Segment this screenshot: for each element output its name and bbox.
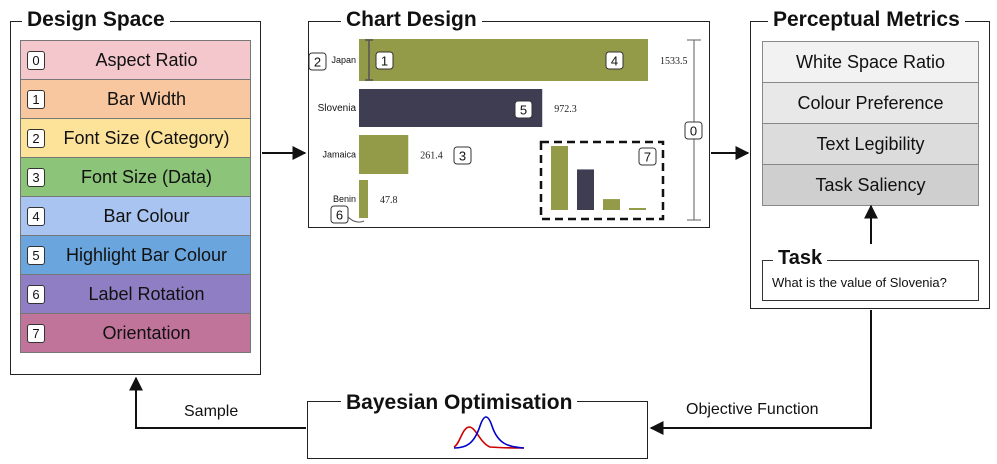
category-label: Jamaica [322,150,356,160]
inset-vertical-bar [551,146,568,210]
marker-bar-colour-box [605,51,624,70]
marker-bar-width-box [375,51,394,70]
red-distribution-curve [453,426,525,449]
category-label: Japan [331,55,356,65]
marker-orientation-box [638,147,657,166]
marker-aspect-ratio-box [684,121,703,140]
task-box: What is the value of Slovenia? [762,260,979,301]
inset-vertical-bar [603,199,620,210]
design-space-index-badge: 0 [27,51,45,70]
design-space-index-badge: 5 [27,246,45,265]
marker-font-size-data-box [453,146,472,165]
design-space-index-badge: 1 [27,90,45,109]
value-label: 261.4 [420,151,443,162]
blue-distribution-curve [453,416,525,449]
bar-slovenia [359,89,543,127]
distribution-curves-icon [453,416,525,449]
perceptual-metrics-title: Perceptual Metrics [768,8,965,32]
marker-highlight-colour-box [514,100,533,119]
perceptual-metric-item: White Space Ratio [762,41,979,83]
inset-vertical-bar [629,208,646,210]
design-space-item: 2 Font Size (Category) [20,118,251,158]
design-space-item: 1 Bar Width [20,79,251,119]
design-space-panel: 0 Aspect Ratio 1 Bar Width 2 Font Size (Categ… [10,21,261,375]
value-label: 47.8 [380,195,398,206]
sample-label: Sample [184,403,239,420]
bar-benin [359,180,369,218]
design-space-item: 4 Bar Colour [20,196,251,236]
marker-aspect-ratio: 0 [690,124,697,139]
marker-font-size-category-box [309,52,327,71]
marker-bar-width: 1 [381,54,388,69]
design-space-item: 6 Label Rotation [20,274,251,314]
design-space-index-badge: 6 [27,285,45,304]
design-space-index-badge: 2 [27,129,45,148]
marker-label-rotation: 6 [336,208,343,223]
design-space-index-badge: 3 [27,168,45,187]
design-space-index-badge: 4 [27,207,45,226]
orientation-inset-border [539,140,665,221]
bar-jamaica [359,135,409,174]
task-title: Task [773,246,828,270]
task-question: What is the value of Slovenia? [772,275,947,290]
design-space-item: 0 Aspect Ratio [20,40,251,80]
marker-orientation: 7 [644,150,651,165]
value-label: 1533.5 [660,56,688,67]
marker-highlight-colour: 5 [520,103,527,118]
value-label: 972.3 [554,104,577,115]
design-space-item-label: Highlight Bar Colour [65,244,228,265]
design-space-index-badge: 7 [27,324,45,343]
marker-label-rotation-box [330,205,349,224]
perceptual-metric-item: Text Legibility [762,123,979,165]
design-space-item: 3 Font Size (Data) [20,157,251,197]
objective-function-label: Objective Function [686,401,819,418]
inset-vertical-bar [577,169,594,210]
design-space-item-label: Aspect Ratio [95,49,198,70]
design-space-list: 0 Aspect Ratio 1 Bar Width 2 Font Size (Categ… [20,40,251,353]
design-space-title: Design Space [22,8,170,32]
design-space-item-label: Label Rotation [88,283,205,304]
marker-font-size-data: 3 [459,149,466,164]
marker-bar-colour: 4 [611,54,618,69]
design-space-item-label: Orientation [102,322,191,343]
design-space-item-label: Bar Colour [103,205,190,226]
perceptual-metric-item: Task Saliency [762,164,979,206]
category-label: Slovenia [318,103,357,114]
bar-japan [359,39,648,81]
design-space-item-label: Font Size (Data) [80,166,213,187]
design-space-item-label: Bar Width [106,88,187,109]
category-label: Benin [333,194,356,204]
design-space-item: 5 Highlight Bar Colour [20,235,251,275]
perceptual-metric-item: Colour Preference [762,82,979,124]
chart-design-title: Chart Design [341,8,482,32]
design-space-item: 7 Orientation [20,313,251,353]
bayesian-optimisation-title: Bayesian Optimisation [341,391,578,415]
marker-font-size-category: 2 [314,55,321,70]
design-space-item-label: Font Size (Category) [63,127,230,148]
